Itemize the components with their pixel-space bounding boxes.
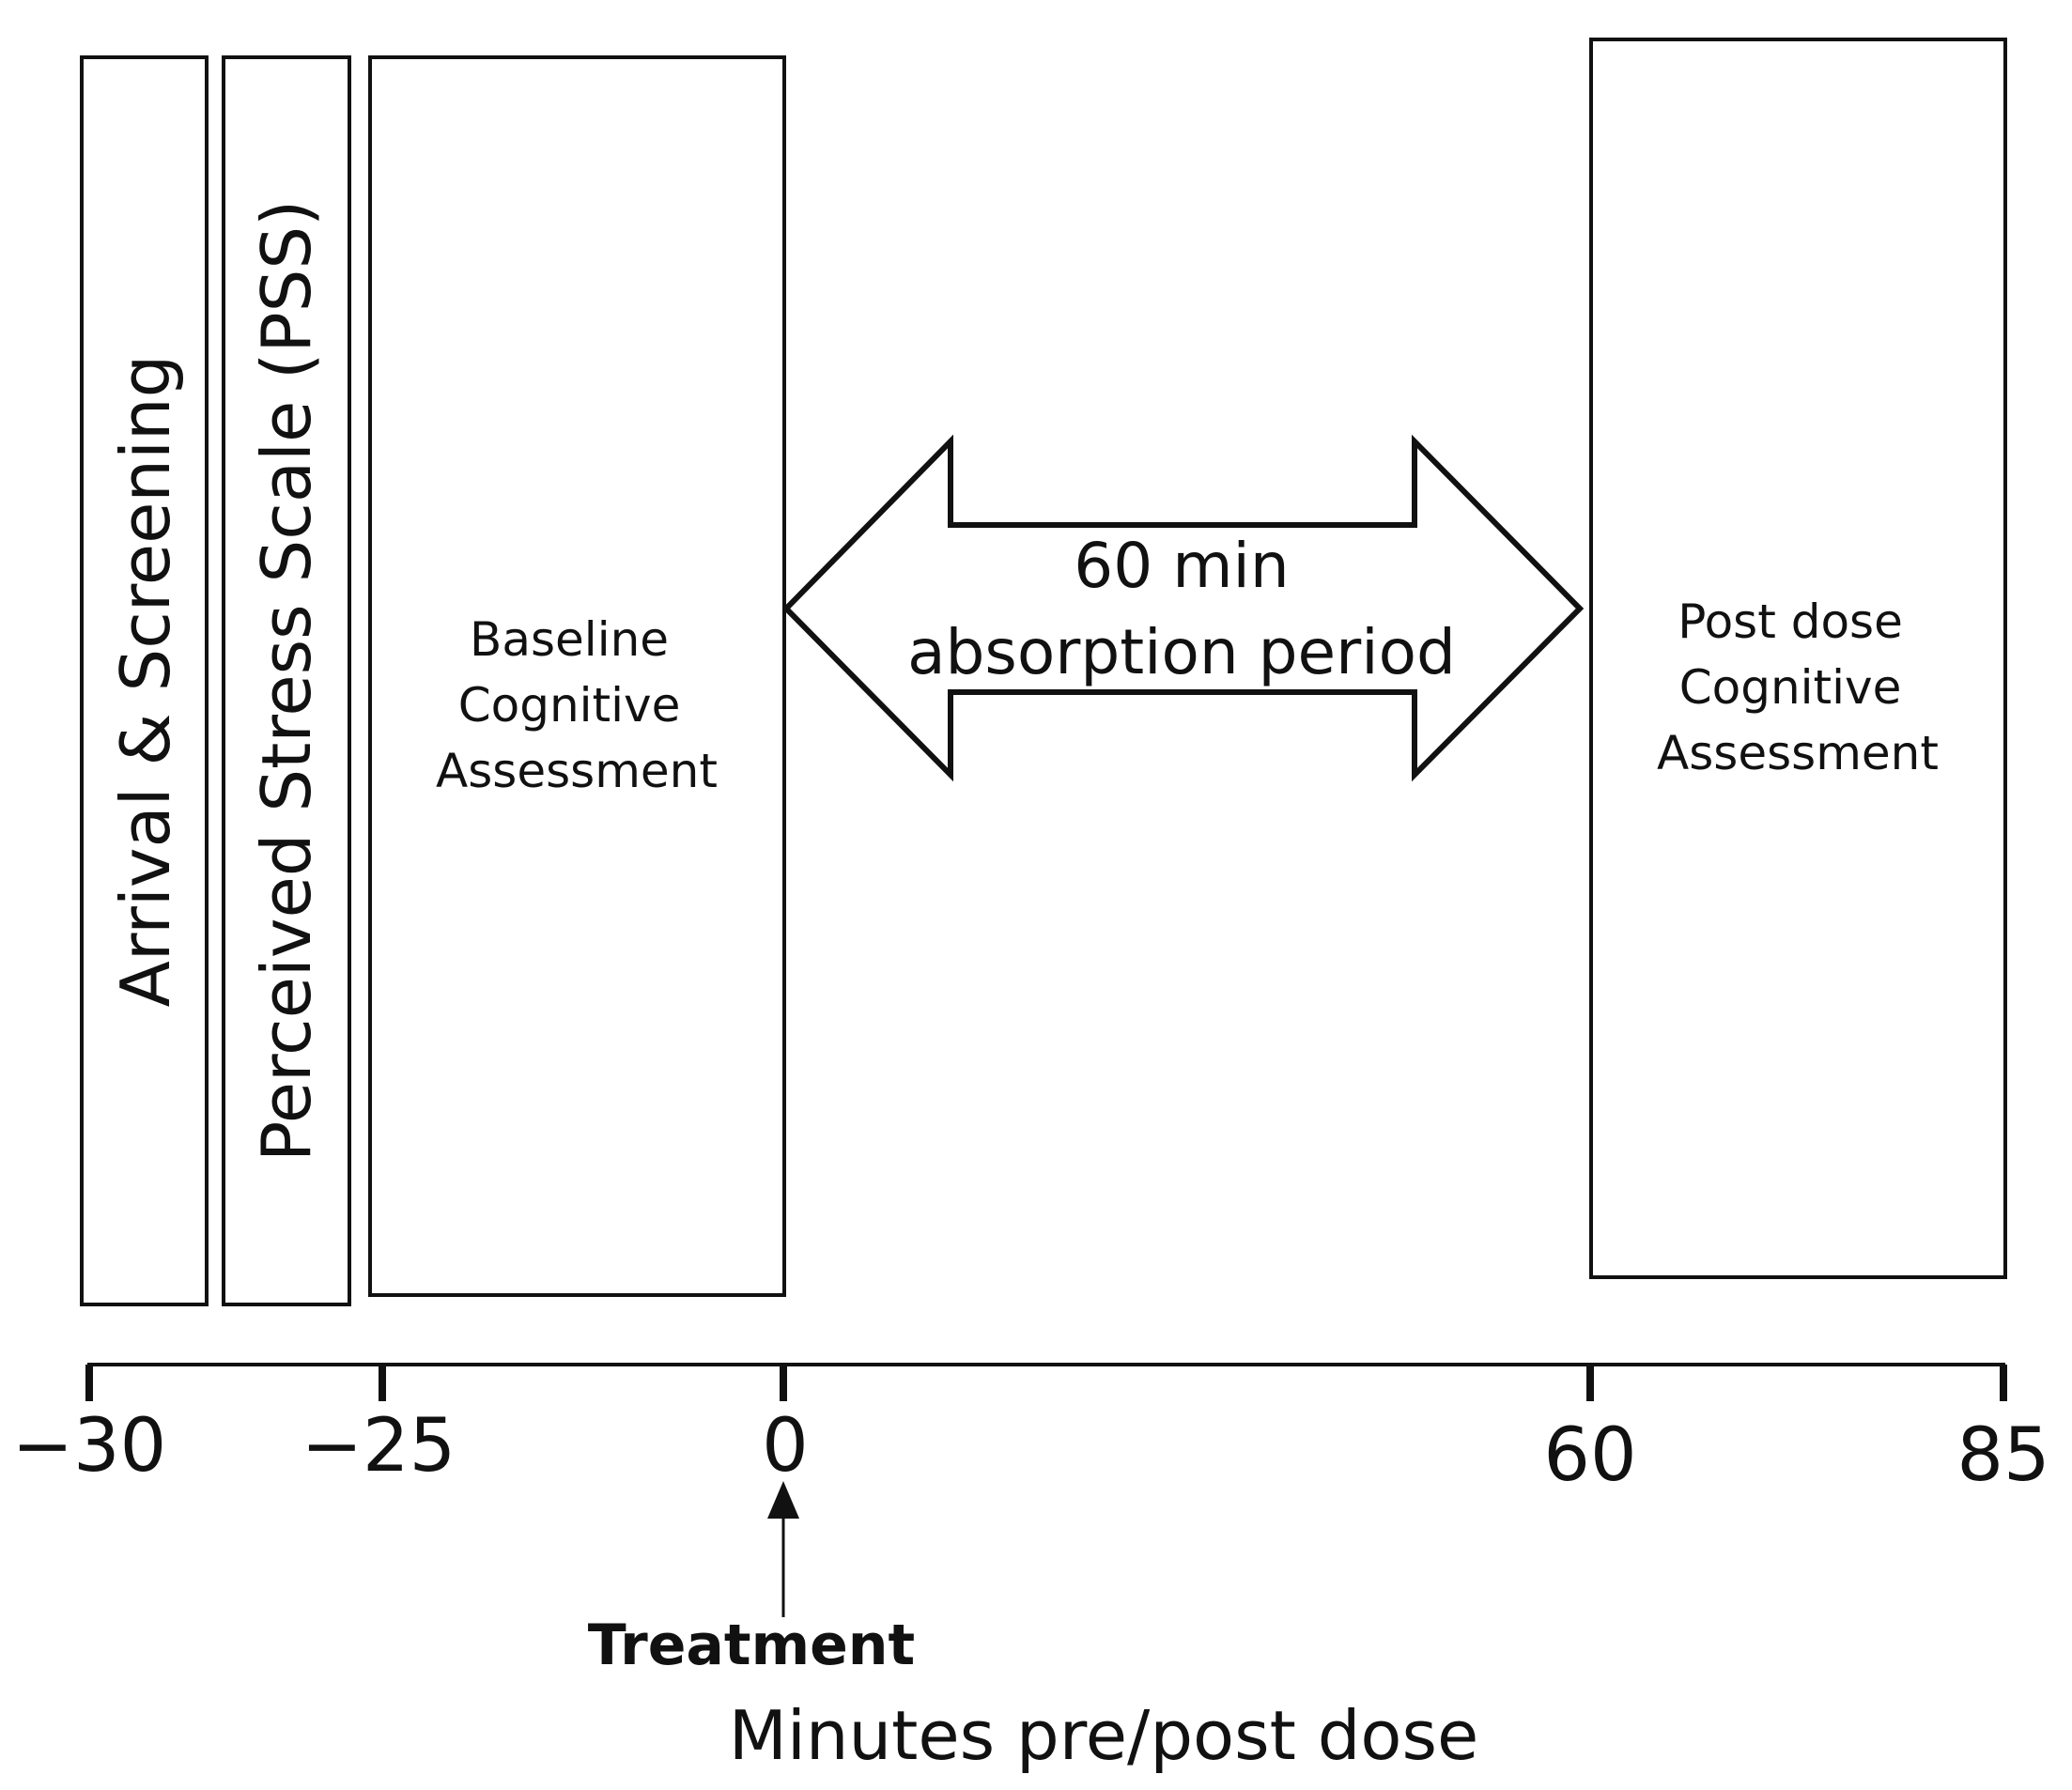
- postdose-line-1: Post dose: [1678, 594, 1903, 649]
- axis-title: Minutes pre/post dose: [729, 1696, 1479, 1775]
- tick-label: 85: [1956, 1413, 2049, 1498]
- absorption-double-arrow: [781, 434, 1585, 782]
- timeline-ticks: [85, 1365, 2007, 1401]
- postdose-line-3: Assessment: [1657, 726, 1939, 780]
- tick-label: 0: [762, 1404, 809, 1489]
- treatment-label: Treatment: [588, 1613, 915, 1678]
- absorption-line-2: absorption period: [907, 616, 1456, 688]
- timeline-tick-labels: −30 −25 0 60 85: [12, 1404, 2050, 1498]
- postdose-line-2: Cognitive: [1679, 660, 1902, 715]
- tick-label: −30: [12, 1404, 167, 1489]
- tick-label: −25: [302, 1404, 456, 1489]
- baseline-line-1: Baseline: [470, 612, 669, 667]
- baseline-line-2: Cognitive: [458, 678, 681, 733]
- tick-label: 60: [1543, 1413, 1636, 1498]
- absorption-line-1: 60 min: [1074, 530, 1289, 602]
- postdose-assessment-box: [1589, 38, 2007, 1279]
- baseline-assessment-box: [368, 55, 786, 1297]
- arrival-screening-box: [80, 55, 209, 1306]
- treatment-pointer-arrowhead: [767, 1481, 799, 1519]
- baseline-assessment-label: Baseline Cognitive Assessment: [436, 612, 718, 798]
- pss-label: Perceived Stress Scale (PSS): [247, 200, 326, 1162]
- postdose-assessment-label: Post dose Cognitive Assessment: [1657, 594, 1939, 780]
- pss-box: [222, 55, 351, 1306]
- baseline-line-3: Assessment: [436, 744, 718, 798]
- arrival-screening-label: Arrival & Screening: [106, 355, 185, 1008]
